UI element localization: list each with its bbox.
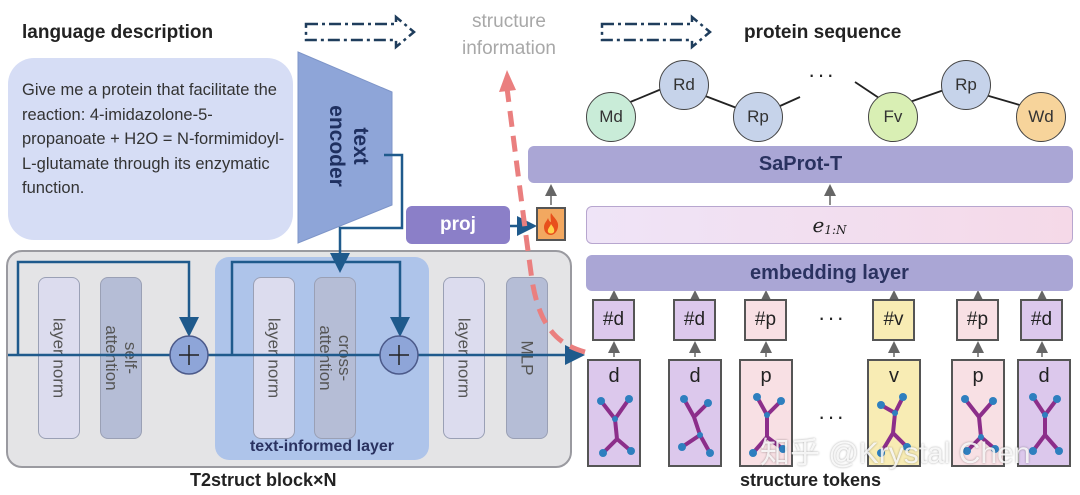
structure-token: #d	[1020, 299, 1063, 341]
cross-attention-block: cross- attention	[314, 277, 356, 439]
language-description-title: language description	[22, 22, 214, 43]
structure-box: p	[739, 359, 793, 467]
self-attention-block: self- attention	[100, 277, 142, 439]
structure-token: #d	[592, 299, 635, 341]
dashed-arrow-left-icon	[304, 14, 416, 50]
protein-node: Wd	[1016, 92, 1066, 142]
prompt-text: Give me a protein that facilitate the re…	[22, 81, 285, 197]
structure-box: v	[867, 359, 921, 467]
layer-norm-2: layer norm	[253, 277, 295, 439]
structure-icon	[597, 395, 635, 457]
structure-icon	[1029, 393, 1063, 455]
layer-norm-1: layer norm	[38, 277, 80, 439]
structure-box: p	[951, 359, 1005, 467]
structure-token: #p	[744, 299, 787, 341]
protein-node: Md	[586, 92, 636, 142]
structure-information-label: structure information	[462, 11, 556, 59]
structure-box: d	[668, 359, 722, 467]
structure-icon	[749, 393, 787, 457]
embedding-layer-bar: embedding layer	[586, 255, 1073, 291]
protein-ellipsis: ···	[808, 62, 836, 87]
protein-node: Rp	[733, 92, 783, 142]
fire-icon	[536, 207, 566, 241]
saprot-t-bar: SaProt-T	[528, 146, 1073, 183]
structure-icon	[961, 395, 999, 455]
text-encoder-shape	[297, 51, 393, 244]
structure-box: d	[587, 359, 641, 467]
structure-icon	[678, 395, 714, 457]
structure-icon	[877, 393, 911, 457]
protein-sequence-title: protein sequence	[744, 22, 902, 43]
dashed-arrow-right-icon	[600, 14, 712, 50]
layer-norm-3: layer norm	[443, 277, 485, 439]
language-description-box	[8, 58, 293, 240]
mlp-block: MLP	[506, 277, 548, 439]
structure-token: #d	[673, 299, 716, 341]
proj-button: proj	[406, 206, 510, 244]
watermark: 知乎 @Krystal Chen	[760, 437, 1031, 470]
protein-node: Fv	[868, 92, 918, 142]
token-ellipsis: ···	[818, 305, 846, 330]
protein-node: Rp	[941, 60, 991, 110]
text-informed-layer-label: text-informed layer	[249, 438, 395, 455]
structure-token: #p	[956, 299, 999, 341]
structure-token: #v	[872, 299, 915, 341]
structure-ellipsis: ···	[818, 404, 846, 429]
protein-node: Rd	[659, 60, 709, 110]
t2struct-block-label: T2struct block×N	[190, 470, 337, 490]
structure-tokens-label: structure tokens	[740, 470, 882, 490]
structure-box: d	[1017, 359, 1071, 467]
